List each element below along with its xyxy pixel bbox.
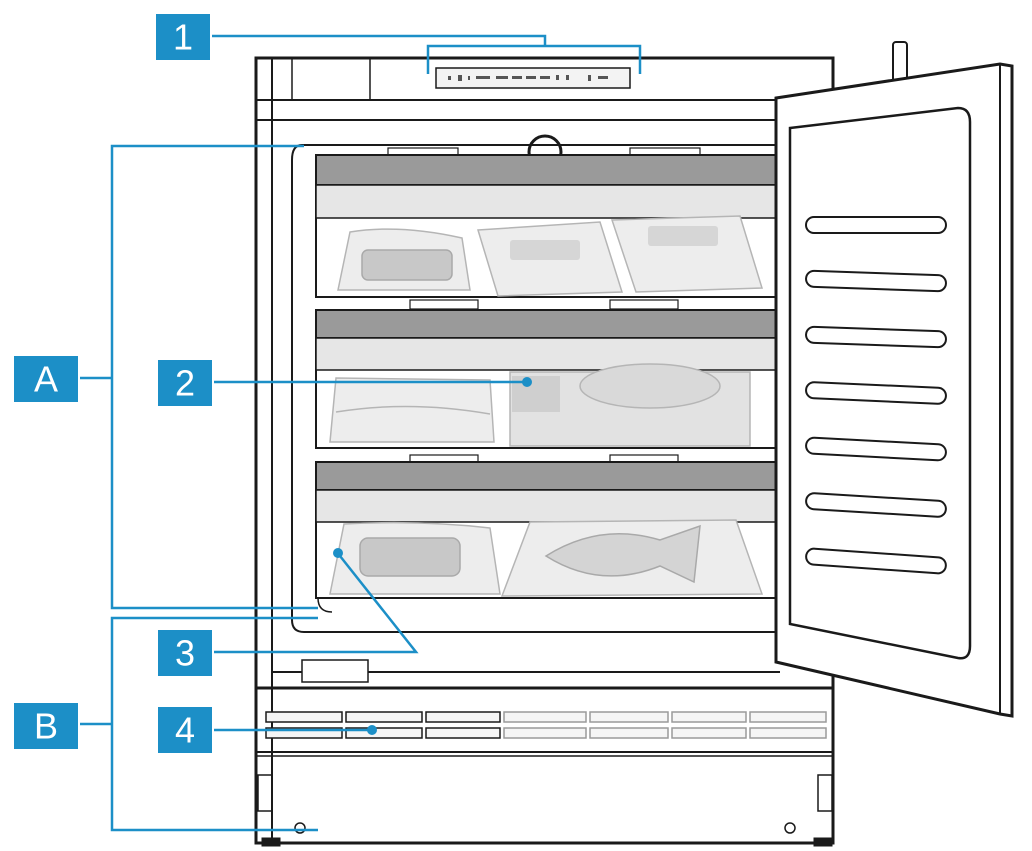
- label-3-badge: 3: [158, 630, 212, 676]
- label-3-text: 3: [175, 633, 195, 674]
- label-1-badge: 1: [156, 14, 210, 60]
- control-panel: [436, 68, 630, 88]
- label-b-badge: B: [14, 703, 78, 749]
- drawer-top: [316, 155, 776, 297]
- label-1-text: 1: [173, 17, 193, 58]
- label-b-text: B: [34, 706, 58, 747]
- label-a-badge: A: [14, 356, 78, 402]
- food-packages-bottom: [330, 520, 762, 596]
- label-4-badge: 4: [158, 707, 212, 753]
- freezer-door: [776, 42, 1012, 716]
- label-2-badge: 2: [158, 360, 212, 406]
- label-a-text: A: [34, 359, 58, 400]
- label-2-text: 2: [175, 363, 195, 404]
- drawer-middle: [316, 310, 776, 448]
- drawer-bottom: [316, 462, 776, 612]
- label-4-text: 4: [175, 710, 195, 751]
